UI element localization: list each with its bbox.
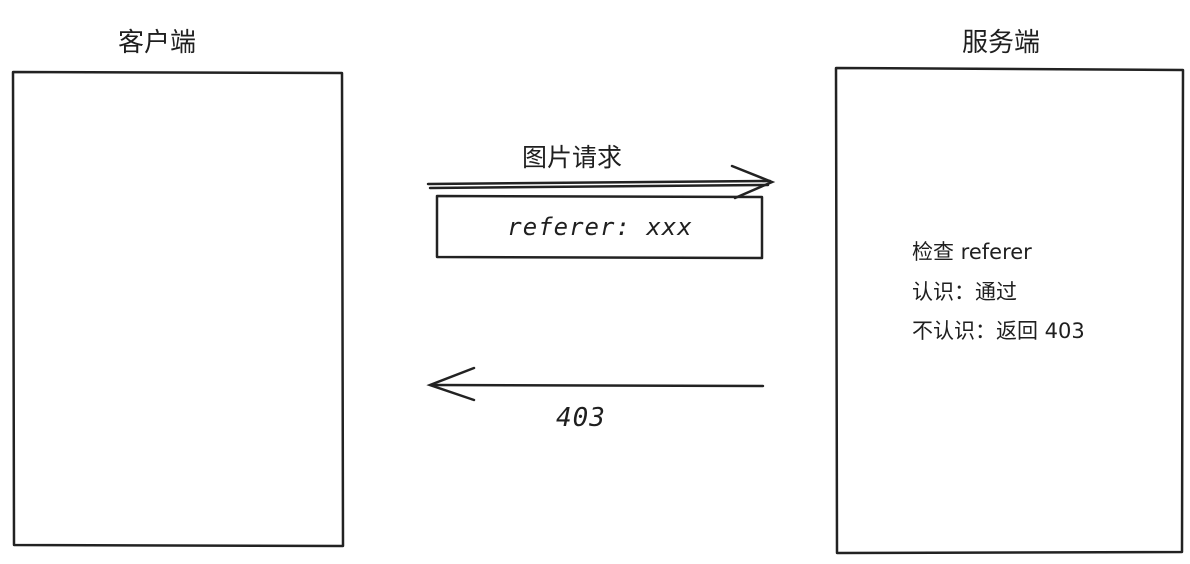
server-note-unknown-403: 不认识：返回 403 — [912, 319, 1085, 343]
server-note-check-referer: 检查 referer — [912, 240, 1032, 264]
server-box — [834, 66, 1185, 555]
referer-header-text: referer: xxx — [507, 213, 693, 241]
request-arrow — [426, 164, 776, 200]
client-box — [11, 70, 345, 548]
response-arrow — [426, 366, 765, 402]
server-title: 服务端 — [962, 28, 1041, 58]
server-note-known-pass: 认识：通过 — [912, 280, 1017, 304]
response-status-code: 403 — [556, 403, 606, 433]
header-box — [435, 194, 764, 260]
client-title: 客户端 — [118, 28, 197, 58]
request-label: 图片请求 — [522, 143, 623, 172]
